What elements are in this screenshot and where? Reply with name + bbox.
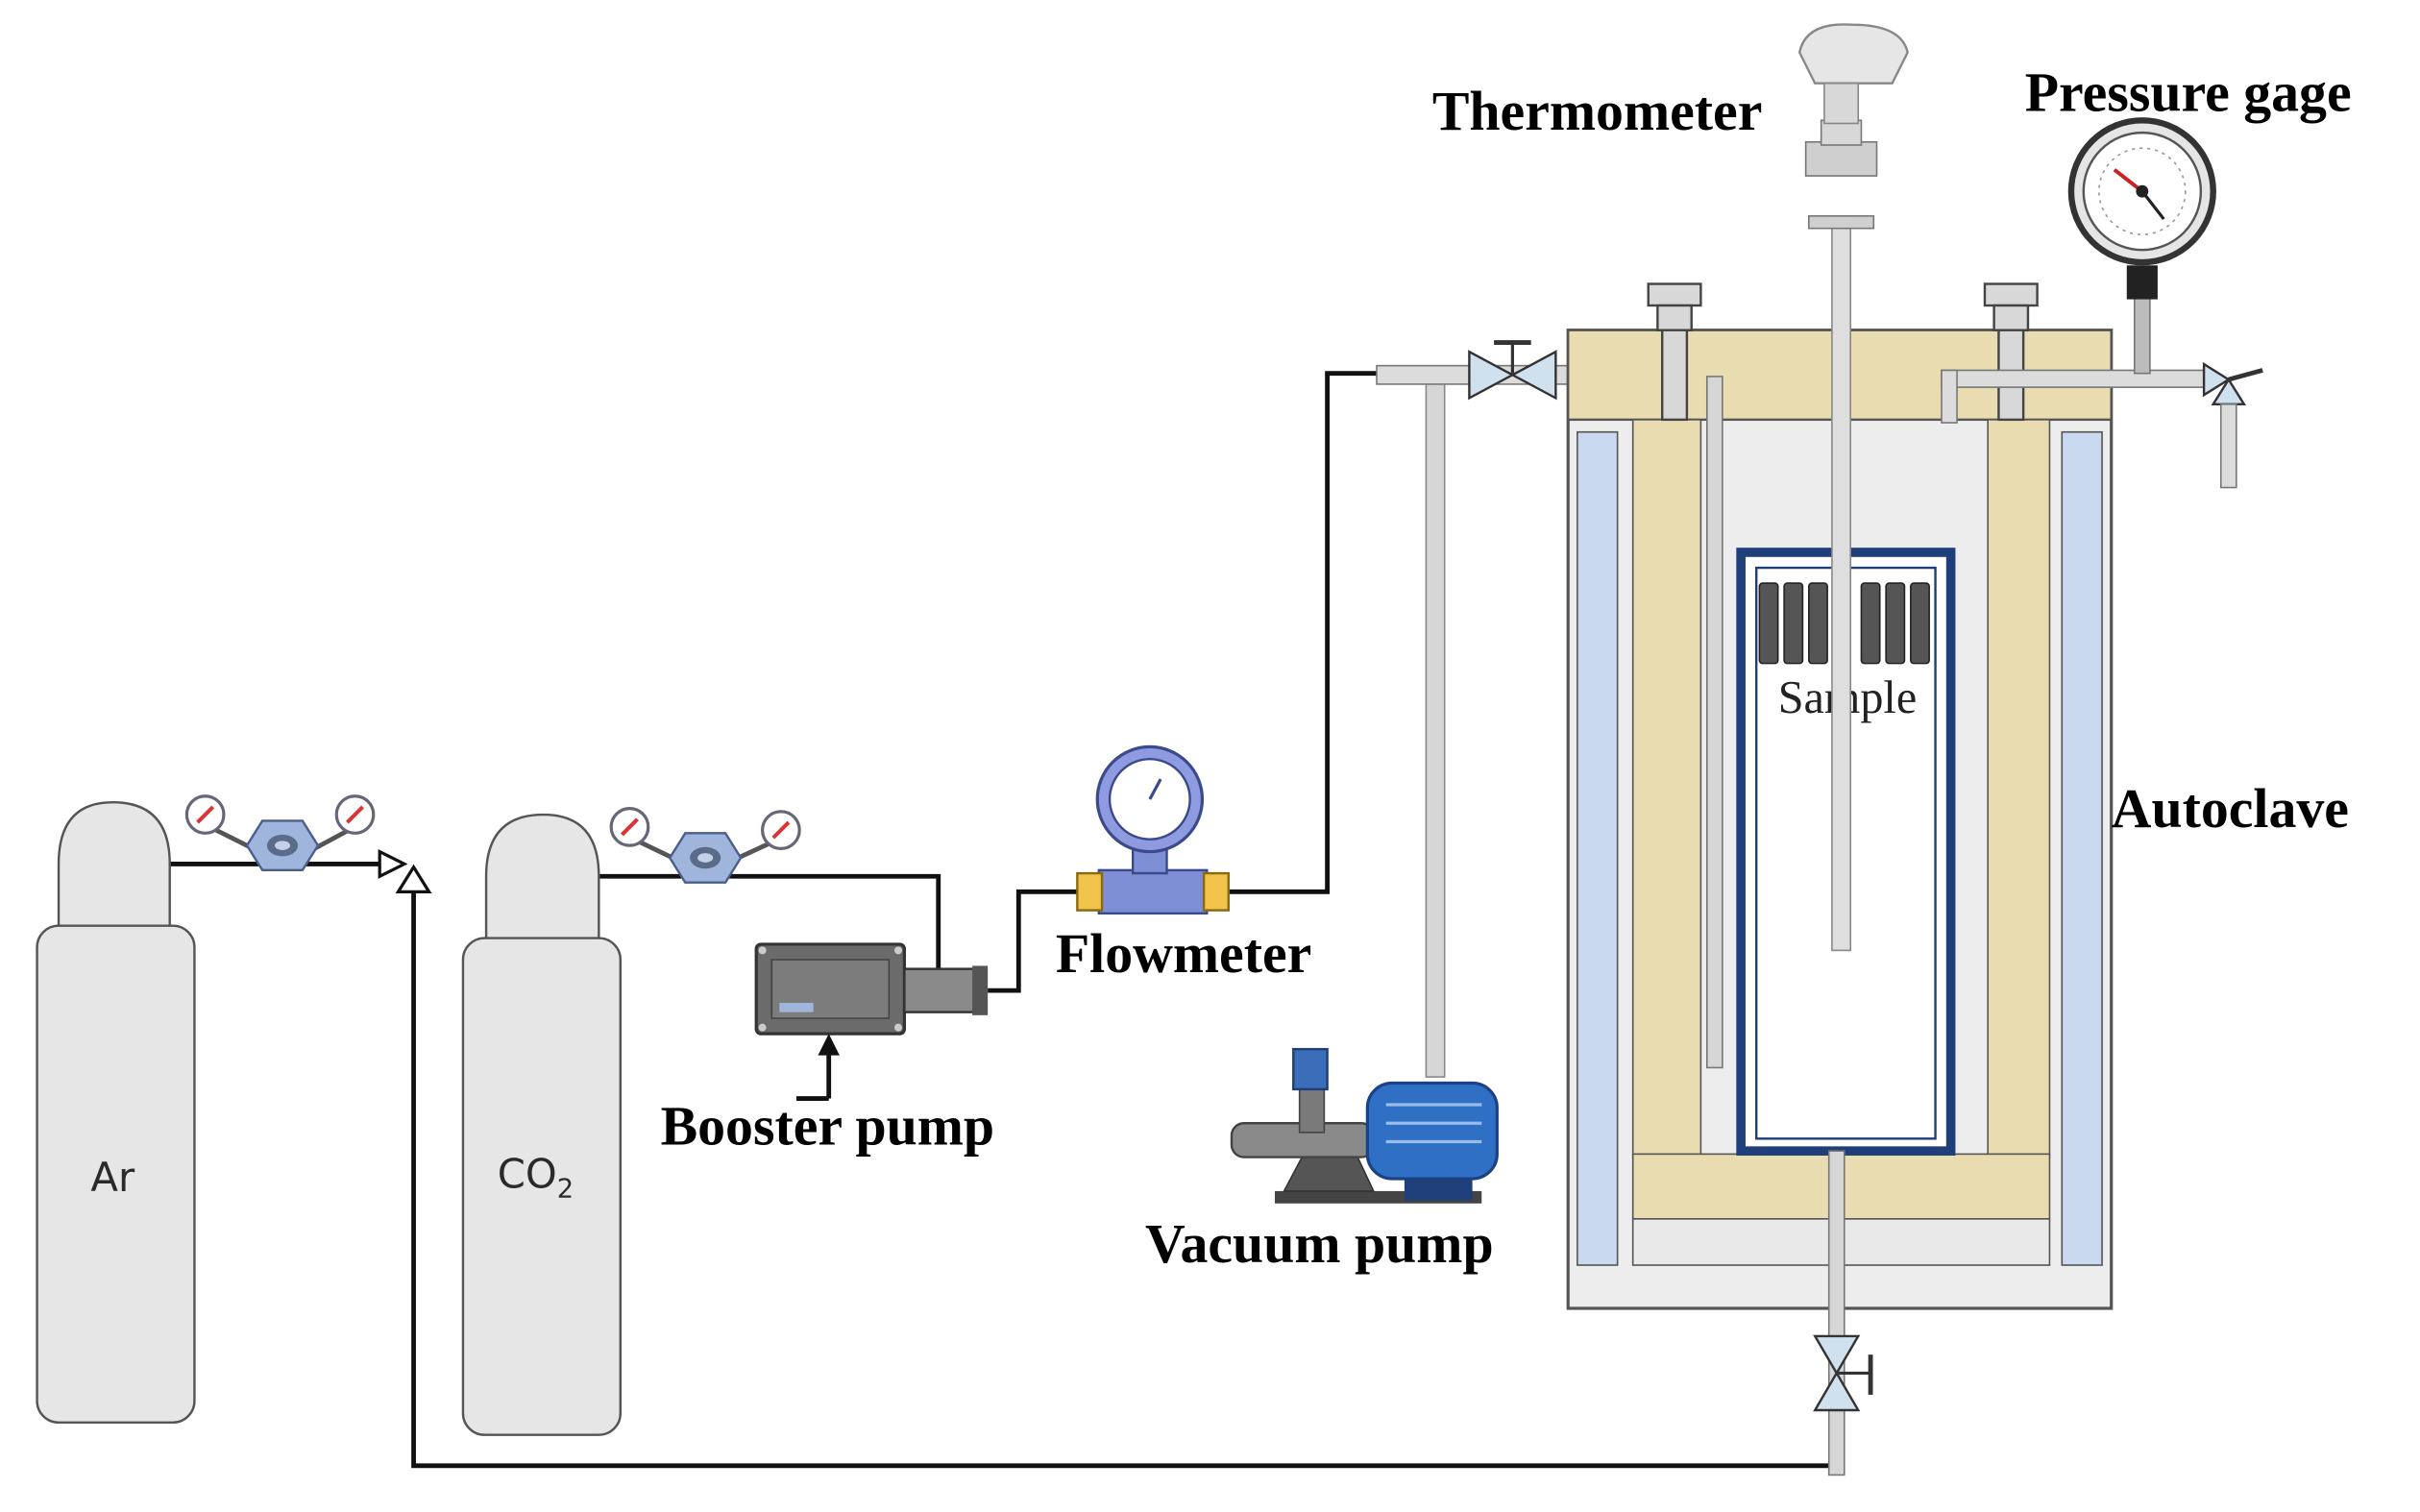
pipe-return-line — [411, 882, 1834, 1469]
heater-left — [1577, 430, 1619, 1266]
flowmeter: Flowmeter — [1056, 744, 1311, 985]
flowmeter-label: Flowmeter — [1056, 922, 1311, 985]
booster-pump-label: Booster pump — [661, 1095, 995, 1158]
drain-valve-icon — [1813, 1334, 1873, 1412]
vacuum-pump: Vacuum pump — [1145, 381, 1499, 1275]
co2-pressure-regulator — [609, 807, 801, 884]
valve-icon — [1468, 340, 1557, 401]
co2-cylinder: CO2 — [461, 813, 623, 1436]
co2-cylinder-neck — [484, 813, 600, 942]
autoclave-label: Autoclave — [2112, 777, 2349, 840]
ar-cylinder-label: Ar — [90, 1154, 135, 1201]
thermometer-label: Thermometer — [1432, 80, 1763, 142]
ar-cylinder-neck — [57, 800, 171, 927]
pipe-booster-to-flowmeter — [988, 889, 1078, 993]
bottom-drain — [1813, 1150, 1873, 1476]
inlet-header — [1376, 340, 1625, 401]
pressure-gage-label: Pressure gage — [2025, 61, 2352, 124]
flowmeter-icon — [1097, 868, 1209, 915]
heater-right — [2061, 430, 2103, 1266]
thermometer: Thermometer — [1432, 23, 1909, 952]
ar-pressure-regulator — [184, 794, 376, 872]
co2-cylinder-label: CO2 — [498, 1151, 574, 1205]
ar-cylinder-body — [36, 924, 196, 1425]
check-valve-icon — [378, 848, 432, 893]
co2-cylinder-body — [461, 937, 623, 1436]
sample-strips — [1758, 582, 1930, 665]
insulation-left — [1631, 419, 1702, 1158]
pipe-flowmeter-to-autoclave — [1227, 371, 1381, 894]
vacuum-pump-label: Vacuum pump — [1145, 1212, 1494, 1275]
pressure-gage: Pressure gage — [2025, 61, 2352, 375]
insulation-right — [1987, 419, 2051, 1158]
relief-valve-icon — [2202, 361, 2263, 489]
booster-pump: Booster pump — [661, 942, 995, 1158]
thermometer-icon — [1797, 23, 1909, 85]
ar-cylinder: Ar — [36, 800, 196, 1425]
